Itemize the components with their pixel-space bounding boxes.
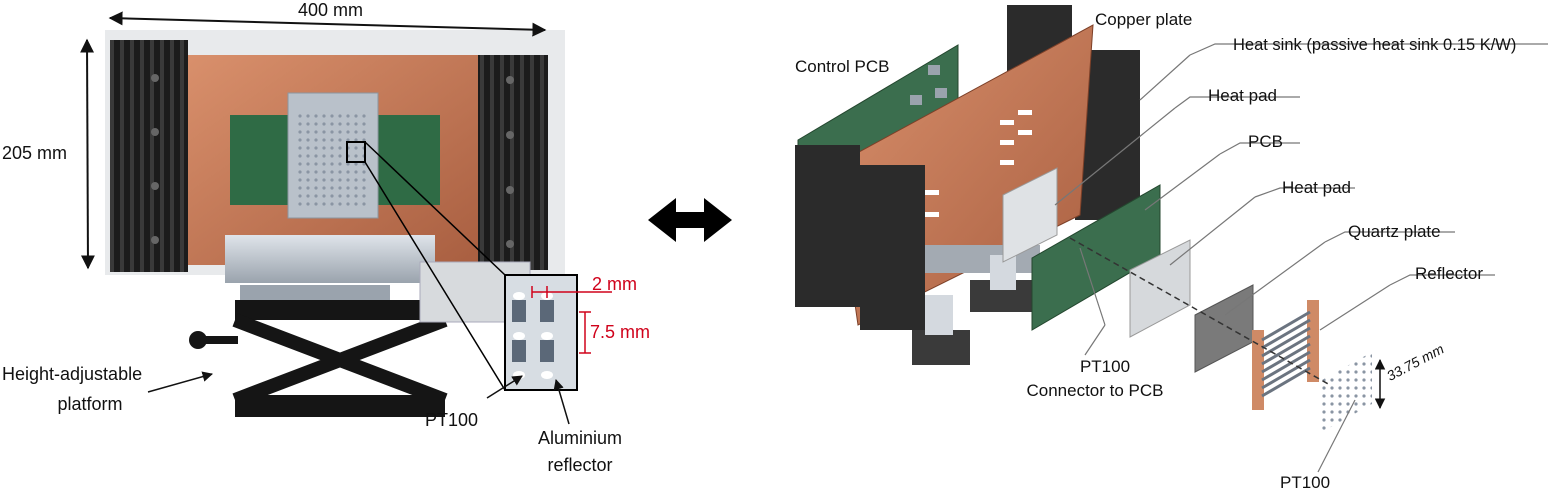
platform-base — [235, 395, 445, 417]
aluminium-reflector-label-line1: Aluminium — [537, 428, 623, 448]
platform-label-line1: Height-adjustable — [2, 364, 143, 384]
correspondence-arrow — [648, 198, 732, 242]
heat-sink-left-photo — [110, 40, 188, 272]
inset-pitch-label: 7.5 mm — [590, 322, 651, 342]
pt100-array-photo — [298, 110, 370, 210]
heat-sink-front-left — [795, 145, 860, 307]
pt100-array — [1322, 352, 1372, 432]
exploded-view — [795, 5, 1548, 473]
control-pcb-label: Control PCB — [795, 57, 890, 76]
heat-sink-label: Heat sink (passive heat sink 0.15 K/W) — [1233, 36, 1517, 54]
aluminium-reflector-label-line2: reflector — [547, 455, 613, 475]
platform-frame — [235, 300, 445, 320]
zoom-box — [346, 141, 366, 163]
reflector — [1252, 300, 1319, 410]
aluminium-bar-photo — [225, 235, 435, 283]
width-dimension — [108, 11, 547, 37]
platform-top — [240, 285, 390, 303]
pcb-label: PCB — [1248, 132, 1283, 151]
height-dimension-label: 205 mm — [2, 143, 68, 163]
heat-sink-front-right — [860, 165, 925, 330]
quartz-plate-label: Quartz plate — [1348, 222, 1441, 241]
mount-left — [912, 330, 970, 365]
pt100-photo-label: PT100 — [425, 410, 479, 430]
heat-sink-screws — [151, 74, 514, 248]
platform-label-line2: platform — [57, 394, 123, 414]
heat-pad-1-label: Heat pad — [1208, 86, 1277, 105]
left-photo — [80, 11, 612, 425]
pt100-connector-label-line2: Connector to PCB — [1026, 381, 1164, 400]
width-dimension-label: 400 mm — [298, 0, 364, 20]
height-dimension — [80, 38, 95, 270]
heat-sink-right-photo — [478, 55, 548, 270]
platform-scissor — [232, 313, 448, 407]
heat-pad-1 — [1002, 167, 1058, 263]
reflector-label: Reflector — [1415, 264, 1484, 283]
pt100-connector-label-line1: PT100 — [1079, 357, 1131, 376]
quartz-plate — [1194, 284, 1254, 373]
heat-pad-2-label: Heat pad — [1282, 178, 1351, 197]
inset-gap-label: 2 mm — [592, 274, 637, 294]
pt100-bottom-label: PT100 — [1280, 473, 1331, 492]
copper-plate-label: Copper plate — [1095, 10, 1193, 29]
